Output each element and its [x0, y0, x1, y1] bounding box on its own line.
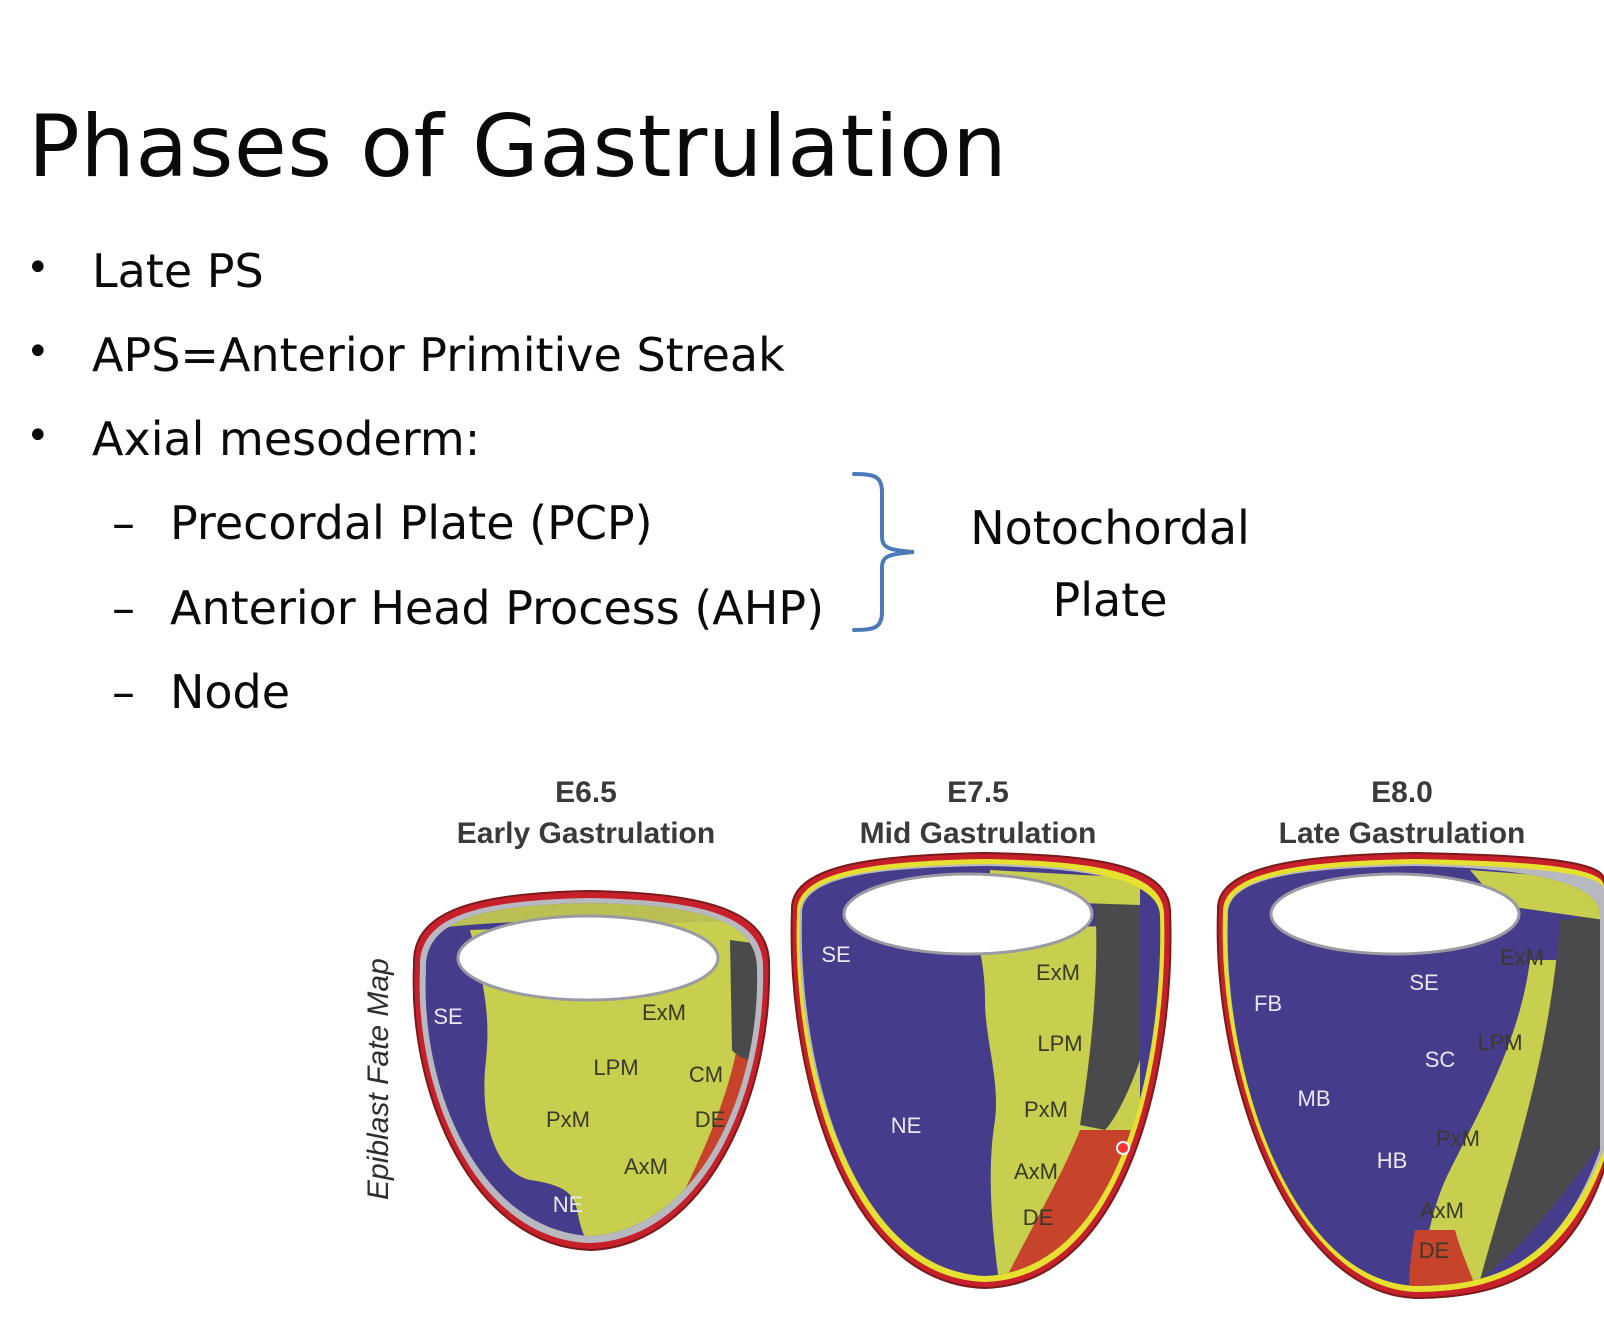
bullet-glyph: •: [26, 329, 50, 375]
panel-stage: E8.0: [1371, 776, 1433, 809]
region-label: ExM: [642, 1000, 686, 1025]
region-label: ExM: [1500, 945, 1544, 970]
region-label: AxM: [624, 1154, 668, 1179]
bullet-list: • Late PS • APS=Anterior Primitive Strea…: [26, 244, 825, 719]
embryo-cup-e65: SE ExM LPM CM PxM DE AxM NE: [412, 889, 771, 1252]
region-label: SE: [821, 942, 850, 967]
panel-phase: Mid Gastrulation: [860, 817, 1097, 850]
panel-stage: E7.5: [947, 776, 1009, 809]
region-label: PxM: [1436, 1126, 1480, 1151]
region-label: HB: [1377, 1148, 1408, 1173]
region-label: DE: [1419, 1238, 1450, 1263]
region-label: PxM: [1024, 1097, 1068, 1122]
region-label: AxM: [1420, 1198, 1464, 1223]
region-label: AxM: [1014, 1159, 1058, 1184]
dash-glyph: –: [112, 581, 135, 635]
dash-glyph: –: [112, 496, 135, 550]
sub-bullet-text: Node: [170, 665, 291, 719]
panel-phase: Early Gastrulation: [457, 817, 715, 850]
region-label: DE: [695, 1107, 726, 1132]
bullet-text: Late PS: [92, 244, 264, 298]
bullet-text: Axial mesoderm:: [92, 412, 481, 466]
bullet-text: APS=Anterior Primitive Streak: [92, 328, 785, 382]
bullet-glyph: •: [26, 413, 50, 459]
region-label: NE: [553, 1192, 584, 1217]
region-label: NE: [891, 1113, 922, 1138]
label-line: Notochordal: [970, 501, 1250, 555]
bullet-glyph: •: [26, 245, 50, 291]
region-label: DE: [1023, 1205, 1054, 1230]
embryo-cup-e75: SE ExM LPM NE PxM AxM DE: [790, 851, 1172, 1290]
pointer-dot-icon: [1116, 1141, 1130, 1155]
panel-phase: Late Gastrulation: [1279, 817, 1526, 850]
notochordal-plate-label: Notochordal Plate: [945, 492, 1275, 636]
region-label: CM: [689, 1062, 723, 1087]
region-label: SE: [1409, 970, 1438, 995]
region-label: PxM: [546, 1107, 590, 1132]
region-label: SE: [433, 1004, 462, 1029]
region-label: SC: [1425, 1047, 1456, 1072]
slide-title: Phases of Gastrulation: [28, 97, 1008, 197]
region-label: LPM: [1037, 1031, 1082, 1056]
sub-bullet-text: Precordal Plate (PCP): [170, 496, 653, 550]
label-line: Plate: [1052, 573, 1168, 627]
region-label: FB: [1254, 991, 1282, 1016]
region-label: ExM: [1036, 960, 1080, 985]
curly-brace-icon: [852, 472, 915, 632]
dash-glyph: –: [112, 665, 135, 719]
side-label: Epiblast Fate Map: [362, 958, 395, 1200]
region-label: LPM: [1477, 1030, 1522, 1055]
panel-stage: E6.5: [555, 776, 617, 809]
region-label: MB: [1298, 1086, 1331, 1111]
region-label: LPM: [593, 1055, 638, 1080]
embryo-cup-e80: ExM FB SE LPM SC MB PxM HB AxM DE: [1216, 851, 1604, 1300]
sub-bullet-text: Anterior Head Process (AHP): [170, 581, 825, 635]
